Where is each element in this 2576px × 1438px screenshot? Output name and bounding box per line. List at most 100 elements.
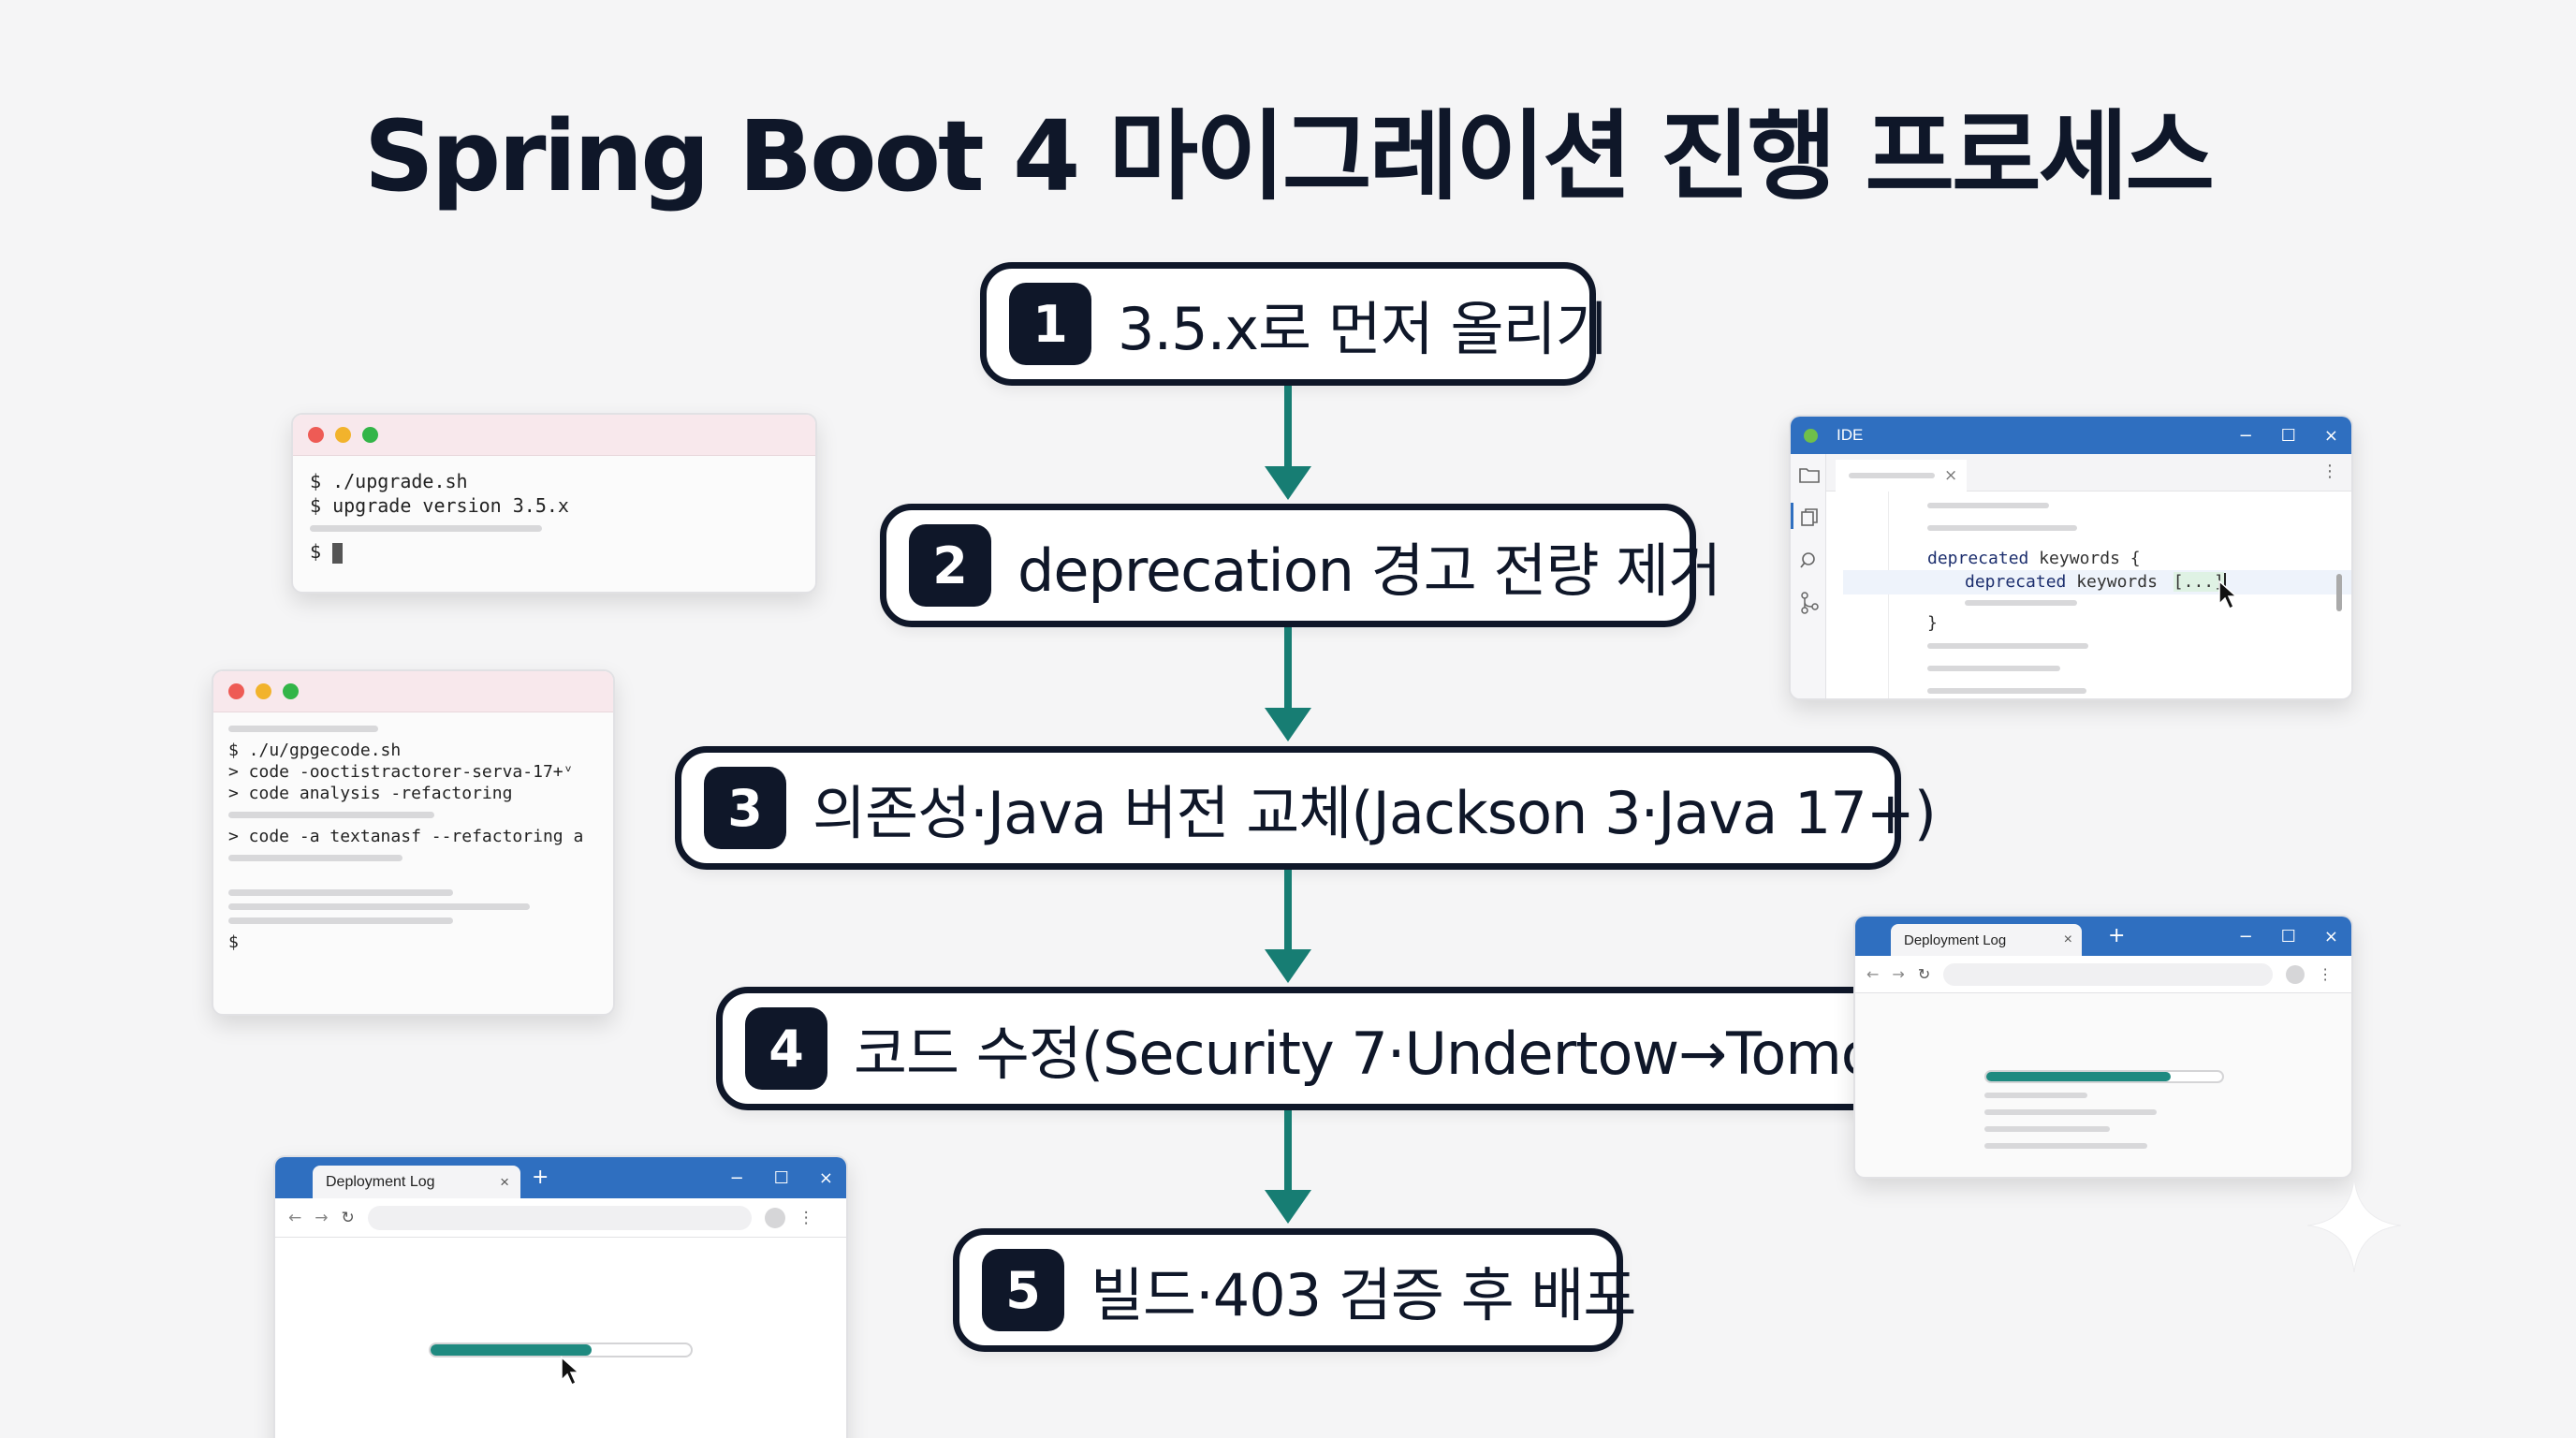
terminal-window-upgrade: $ ./upgrade.sh $ upgrade version 3.5.x $ bbox=[291, 413, 817, 594]
ide-code-area: deprecated keywords { deprecated keyword… bbox=[1843, 503, 2351, 694]
step-number: 4 bbox=[745, 1007, 827, 1090]
placeholder-line bbox=[1965, 600, 2077, 606]
step-number: 5 bbox=[982, 1249, 1064, 1331]
files-icon[interactable] bbox=[1798, 506, 1821, 529]
close-icon[interactable]: × bbox=[500, 1172, 509, 1191]
terminal-prompt-line: $ bbox=[310, 539, 798, 564]
placeholder-line bbox=[228, 812, 434, 818]
sparkle-icon bbox=[2306, 1178, 2402, 1273]
cursor-block bbox=[332, 542, 344, 564]
placeholder-line bbox=[1984, 1093, 2087, 1098]
minimize-dot-icon[interactable] bbox=[256, 683, 271, 699]
ide-editor-tab[interactable]: × bbox=[1836, 460, 1967, 492]
close-icon[interactable]: × bbox=[1944, 466, 1958, 485]
minimize-icon[interactable]: − bbox=[2238, 926, 2253, 946]
maximize-icon[interactable]: ☐ bbox=[2280, 926, 2296, 946]
placeholder-line bbox=[1984, 1143, 2147, 1149]
browser-titlebar: Deployment Log × + − ☐ × bbox=[275, 1157, 846, 1198]
minimize-dot-icon[interactable] bbox=[335, 427, 351, 443]
step-label: 코드 수정(Security 7·Undertow→Tomcat) bbox=[854, 1020, 1951, 1088]
close-dot-icon[interactable] bbox=[308, 427, 324, 443]
browser-tab[interactable]: Deployment Log × bbox=[313, 1166, 520, 1198]
code-line: } bbox=[1927, 613, 1938, 633]
deployment-progress-bar bbox=[1984, 1070, 2224, 1083]
progress-fill bbox=[431, 1344, 593, 1356]
address-bar[interactable] bbox=[1943, 962, 2274, 986]
close-icon[interactable]: × bbox=[2323, 926, 2338, 946]
browser-tab-title: Deployment Log bbox=[1904, 932, 2007, 948]
new-tab-icon[interactable]: + bbox=[532, 1166, 549, 1189]
minimize-icon[interactable]: − bbox=[729, 1167, 744, 1188]
placeholder-line bbox=[1927, 643, 2088, 649]
placeholder-line bbox=[228, 855, 402, 861]
reload-icon[interactable]: ↻ bbox=[341, 1208, 355, 1227]
arrow-head bbox=[1265, 949, 1311, 983]
placeholder-line bbox=[1927, 666, 2060, 671]
close-icon[interactable]: × bbox=[2323, 425, 2338, 446]
forward-icon[interactable]: → bbox=[1892, 965, 1905, 983]
active-tool-indicator bbox=[1791, 503, 1793, 529]
back-icon[interactable]: ← bbox=[288, 1208, 302, 1227]
maximize-dot-icon[interactable] bbox=[362, 427, 378, 443]
browser-toolbar: ← → ↻ ⋮ bbox=[275, 1198, 846, 1238]
arrow-connector bbox=[1284, 1110, 1292, 1191]
browser-tab-title: Deployment Log bbox=[326, 1173, 435, 1190]
deployment-progress-bar bbox=[429, 1343, 693, 1357]
arrow-connector bbox=[1284, 386, 1292, 468]
arrow-connector bbox=[1284, 870, 1292, 950]
terminal-body: $ ./u/gpgecode.sh > code -ooctistractore… bbox=[213, 712, 613, 964]
ide-logo-icon bbox=[1804, 428, 1818, 443]
close-dot-icon[interactable] bbox=[228, 683, 244, 699]
step-number: 2 bbox=[909, 524, 991, 607]
step-5: 5 빌드·403 검증 후 배포 bbox=[953, 1228, 1636, 1352]
ide-tab-strip: × ⋮ bbox=[1826, 454, 2351, 492]
minimize-icon[interactable]: − bbox=[2238, 425, 2253, 446]
browser-window-deployment-log-left: Deployment Log × + − ☐ × ← → ↻ ⋮ bbox=[273, 1155, 848, 1438]
browser-tab[interactable]: Deployment Log × bbox=[1891, 924, 2082, 956]
reload-icon[interactable]: ↻ bbox=[1917, 965, 1931, 983]
placeholder-line bbox=[228, 889, 453, 896]
folder-icon[interactable] bbox=[1798, 465, 1821, 484]
arrow-head bbox=[1265, 466, 1311, 500]
placeholder-line bbox=[1927, 525, 2077, 531]
code-keyword: deprecated bbox=[1927, 549, 2029, 568]
forward-icon[interactable]: → bbox=[315, 1208, 329, 1227]
git-branch-icon[interactable] bbox=[1798, 591, 1821, 615]
step-number: 1 bbox=[1009, 283, 1091, 365]
close-icon[interactable]: × bbox=[2063, 932, 2072, 947]
back-icon[interactable]: ← bbox=[1866, 965, 1880, 983]
search-icon[interactable] bbox=[1798, 550, 1821, 572]
step-2: 2 deprecation 경고 전량 제거 bbox=[880, 504, 1721, 627]
address-bar[interactable] bbox=[367, 1205, 752, 1230]
text-caret bbox=[2223, 573, 2226, 592]
terminal-line: > code -a textanasf --refactoring a bbox=[228, 827, 584, 846]
maximize-icon[interactable]: ☐ bbox=[2280, 425, 2296, 446]
code-keyword: deprecated bbox=[1965, 572, 2067, 592]
placeholder-line bbox=[1984, 1126, 2110, 1132]
ide-title: IDE bbox=[1837, 426, 1864, 444]
browser-window-deployment-log-right: Deployment Log × + − ☐ × ← → ↻ ⋮ bbox=[1853, 915, 2353, 1179]
placeholder-line bbox=[1927, 688, 2086, 694]
ide-scrollbar[interactable] bbox=[2336, 574, 2342, 611]
terminal-body: $ ./upgrade.sh $ upgrade version 3.5.x $ bbox=[293, 456, 815, 577]
placeholder-line bbox=[228, 726, 378, 732]
menu-icon[interactable]: ⋮ bbox=[2318, 965, 2334, 983]
maximize-icon[interactable]: ☐ bbox=[773, 1167, 789, 1188]
terminal-line: > code analysis -refactoring bbox=[228, 784, 513, 803]
mouse-cursor-icon bbox=[561, 1356, 580, 1387]
ide-gutter bbox=[1888, 492, 1889, 698]
placeholder-line bbox=[228, 903, 530, 910]
browser-toolbar: ← → ↻ ⋮ bbox=[1855, 956, 2351, 993]
progress-fill bbox=[1986, 1072, 2171, 1081]
ide-tool-strip bbox=[1791, 454, 1826, 698]
ide-window: IDE − ☐ × × ⋮ deprecated keywords { depr… bbox=[1789, 415, 2353, 700]
maximize-dot-icon[interactable] bbox=[283, 683, 299, 699]
menu-icon[interactable]: ⋮ bbox=[798, 1208, 814, 1227]
profile-icon[interactable] bbox=[764, 1207, 785, 1228]
menu-icon[interactable]: ⋮ bbox=[2321, 462, 2338, 481]
code-text: keywords bbox=[2076, 572, 2158, 592]
new-tab-icon[interactable]: + bbox=[2108, 924, 2126, 947]
profile-icon[interactable] bbox=[2286, 964, 2305, 984]
close-icon[interactable]: × bbox=[818, 1167, 833, 1188]
code-ellipsis: [...] bbox=[2173, 572, 2224, 592]
